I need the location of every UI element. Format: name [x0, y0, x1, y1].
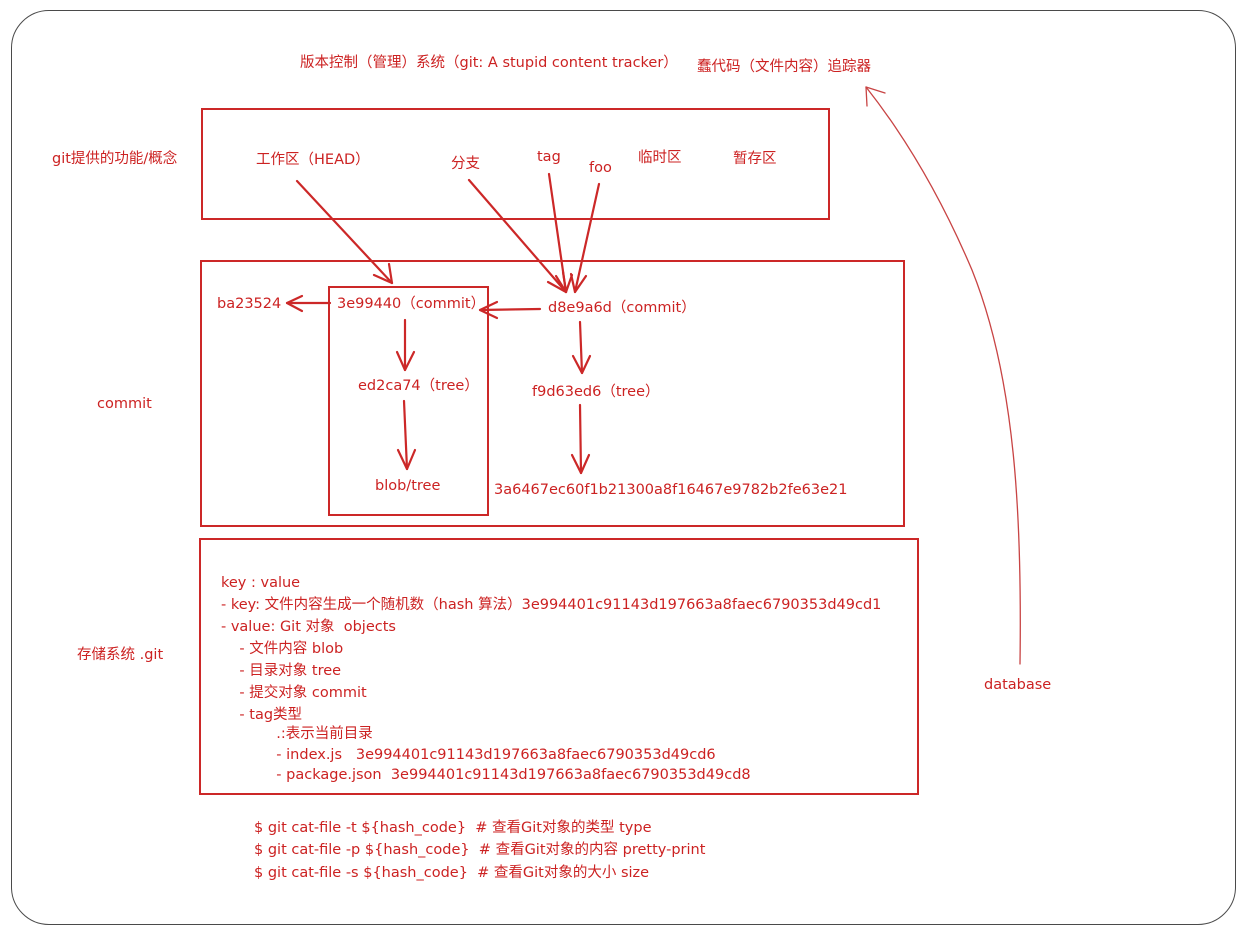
title-version-control: 版本控制（管理）系统（git: A stupid content tracker…: [300, 55, 678, 71]
feature-staging: 暂存区: [733, 151, 777, 167]
command-line: $ git cat-file -p ${hash_code} # 查看Git对象…: [254, 842, 706, 858]
label-commit: commit: [97, 396, 152, 412]
node-commit-d8e9a6d: d8e9a6d（commit）: [548, 300, 696, 316]
arrowhead: [570, 453, 591, 475]
storage-line: .:表示当前目录: [221, 726, 373, 742]
arrowhead: [571, 354, 592, 375]
feature-foo: foo: [589, 160, 612, 176]
storage-line: - key: 文件内容生成一个随机数（hash 算法）3e994401c9114…: [221, 597, 882, 613]
arrow-workspace-to-commit: [295, 179, 394, 285]
head-commit-box: [328, 286, 489, 516]
storage-line: - 文件内容 blob: [221, 641, 344, 657]
storage-line: - tag类型: [221, 707, 303, 723]
arrowhead: [395, 350, 416, 372]
command-line: $ git cat-file -t ${hash_code} # 查看Git对象…: [254, 820, 652, 836]
features-box: [201, 108, 830, 220]
arrow-tag-to-commit: [547, 172, 568, 294]
feature-temp: 临时区: [638, 150, 682, 166]
canvas-frame: [11, 10, 1236, 925]
arrowhead: [285, 294, 304, 313]
arrow-foo-to-commit: [573, 182, 601, 294]
commit-box: [200, 260, 905, 527]
storage-box: [199, 538, 919, 795]
arrowhead: [396, 448, 417, 471]
feature-workspace: 工作区（HEAD）: [256, 152, 370, 168]
title-content-tracker: 蠢代码（文件内容）追踪器: [697, 59, 871, 75]
node-ba23524: ba23524: [217, 296, 282, 312]
arrowhead: [569, 272, 588, 294]
label-features: git提供的功能/概念: [52, 151, 178, 167]
arrow-database-to-tracker: [865, 86, 1021, 665]
node-blob-3a6467: 3a6467ec60f1b21300a8f16467e9782b2fe63e21: [494, 482, 848, 498]
node-tree-f9d63ed6: f9d63ed6（tree）: [532, 384, 660, 400]
feature-branch: 分支: [451, 156, 480, 172]
storage-line: - 提交对象 commit: [221, 685, 367, 701]
label-database: database: [984, 677, 1052, 693]
arrowhead: [478, 300, 499, 320]
arrow-commit2-to-tree2: [578, 320, 584, 375]
arrow-tree1-to-blob: [402, 399, 409, 471]
storage-line: - value: Git 对象 objects: [221, 619, 396, 635]
arrow-tree2-to-blob: [578, 403, 583, 475]
command-line: $ git cat-file -s ${hash_code} # 查看Git对象…: [254, 865, 650, 881]
node-blob-tree: blob/tree: [375, 478, 441, 494]
node-tree-ed2ca74: ed2ca74（tree）: [358, 378, 479, 394]
arrowhead: [554, 273, 574, 294]
arrow-commit2-to-commit1: [478, 307, 542, 312]
storage-line: - 目录对象 tree: [221, 663, 342, 679]
storage-line: - index.js 3e994401c91143d197663a8faec67…: [221, 747, 716, 763]
feature-tag: tag: [537, 149, 561, 165]
storage-line: key : value: [221, 575, 301, 591]
arrow-branch-to-commit: [467, 178, 568, 294]
node-commit-3e99440: 3e99440（commit）: [337, 296, 486, 312]
arrowhead: [372, 262, 394, 285]
label-storage: 存储系统 .git: [77, 647, 164, 663]
arrowhead: [865, 86, 886, 107]
storage-line: - package.json 3e994401c91143d197663a8fa…: [221, 767, 751, 783]
